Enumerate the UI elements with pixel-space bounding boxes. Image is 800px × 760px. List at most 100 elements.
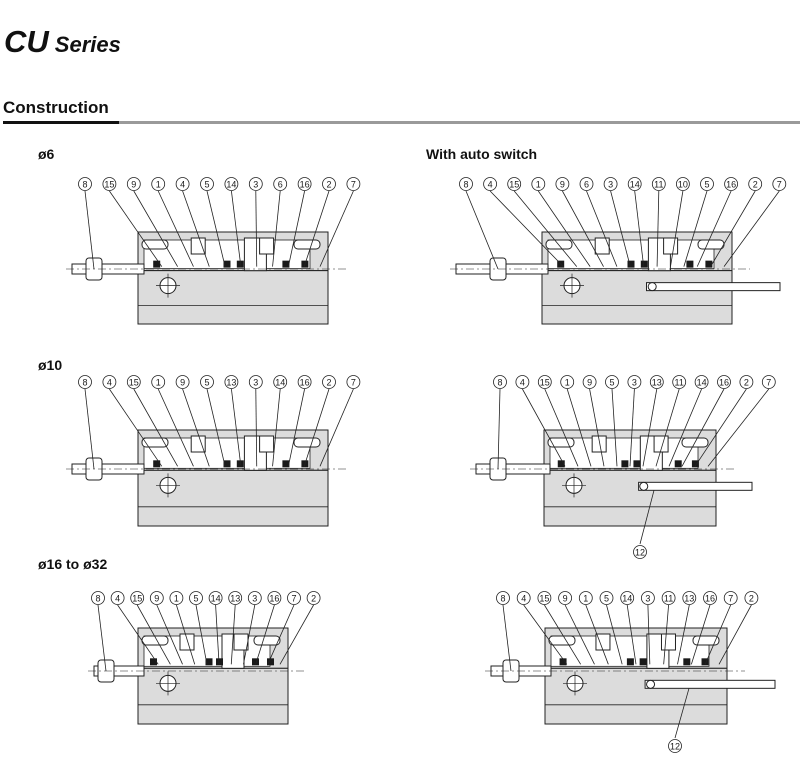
callout-circle — [247, 591, 262, 605]
callout-circle — [603, 177, 618, 191]
leader-line — [117, 604, 159, 665]
leader-line — [674, 688, 690, 739]
leader-line — [710, 190, 756, 267]
seal-3 — [282, 460, 290, 468]
callout-number: 15 — [104, 180, 114, 190]
leader-line — [690, 604, 711, 665]
callout-circle — [78, 375, 92, 389]
callout-circle — [346, 177, 361, 191]
callout-circle — [627, 375, 642, 389]
leader-line — [670, 190, 684, 267]
leader-line — [606, 604, 623, 665]
leader-line — [465, 190, 499, 270]
leader-line — [681, 388, 725, 467]
leader-line — [182, 190, 210, 267]
callout-number: 8 — [500, 594, 505, 604]
callout-circle — [102, 177, 117, 191]
leader-line — [156, 604, 183, 665]
callout-circle — [322, 375, 336, 389]
leader-line — [723, 190, 780, 267]
callout-number: 7 — [728, 594, 733, 604]
port-left — [190, 435, 206, 453]
callout-number: 3 — [252, 594, 257, 604]
callout-circle — [287, 591, 301, 605]
callout-circle — [694, 375, 709, 389]
callout-number: 16 — [300, 180, 310, 190]
seal-1 — [621, 460, 629, 468]
callout-circle — [169, 591, 184, 605]
head-cover-right — [293, 437, 321, 448]
callout-number: 14 — [275, 378, 285, 388]
callout-circle — [675, 177, 690, 191]
callout-number: 15 — [509, 180, 519, 190]
callout-circle — [739, 375, 754, 389]
callout-number: 5 — [704, 180, 709, 190]
callout-circle — [228, 591, 243, 605]
seal-0 — [153, 460, 161, 468]
leader-line — [215, 604, 220, 665]
leader-line — [157, 388, 194, 467]
callout-circle — [700, 177, 714, 191]
port-left — [594, 237, 610, 255]
callout-number: 11 — [664, 594, 673, 604]
callout-number: 11 — [675, 378, 684, 388]
callout-circle — [126, 375, 141, 389]
callout-circle — [717, 375, 731, 389]
callout-circle — [248, 375, 263, 389]
callout-circle — [102, 375, 117, 389]
switch-mount-screw — [639, 481, 649, 491]
callout-number: 9 — [563, 594, 568, 604]
section-heading: Construction — [3, 98, 119, 124]
seal-1 — [205, 658, 213, 666]
seal-0 — [557, 460, 565, 468]
callout-circle — [496, 591, 510, 605]
leader-line — [696, 190, 732, 267]
head-cover-left — [141, 239, 169, 250]
callout-number: 15 — [540, 378, 550, 388]
callout-number: 7 — [291, 594, 296, 604]
callout-circle — [493, 375, 507, 389]
callout-number: 16 — [300, 378, 310, 388]
callout-number: 2 — [744, 378, 749, 388]
label-d10: ø10 — [38, 357, 63, 373]
callout-number: 4 — [115, 594, 120, 604]
auto-switch — [646, 282, 781, 292]
leader-line — [231, 190, 242, 267]
port-left — [190, 237, 206, 255]
callout-circle — [651, 177, 666, 191]
head-cover-left — [547, 437, 575, 448]
leader-line — [642, 388, 658, 467]
leader-line — [243, 604, 256, 665]
callout-number: 14 — [630, 180, 640, 190]
callout-circle — [306, 591, 321, 605]
leader-line — [272, 388, 281, 467]
callout-circle — [578, 591, 593, 605]
callout-number: 1 — [156, 378, 161, 388]
callout-number: 16 — [719, 378, 729, 388]
leader-line — [544, 388, 579, 467]
leader-line — [564, 604, 595, 665]
leader-line — [707, 388, 770, 467]
callout-circle — [668, 739, 682, 753]
leader-line — [522, 388, 566, 467]
leader-line — [544, 604, 582, 665]
leader-line — [255, 388, 258, 467]
callout-number: 16 — [269, 594, 279, 604]
leader-line — [585, 604, 609, 665]
seal-2 — [216, 658, 223, 666]
callout-circle — [723, 591, 738, 605]
label-d16: ø16 to ø32 — [38, 556, 108, 572]
callout-circle — [208, 591, 223, 605]
leader-line — [629, 388, 635, 467]
callout-number: 8 — [497, 378, 502, 388]
leader-line — [195, 604, 208, 665]
leader-line — [537, 190, 591, 267]
callout-circle — [560, 375, 575, 389]
callout-circle — [149, 591, 164, 605]
callout-number: 2 — [311, 594, 316, 604]
leader-line — [319, 388, 354, 467]
callout-circle — [649, 375, 664, 389]
leader-line — [497, 388, 501, 470]
